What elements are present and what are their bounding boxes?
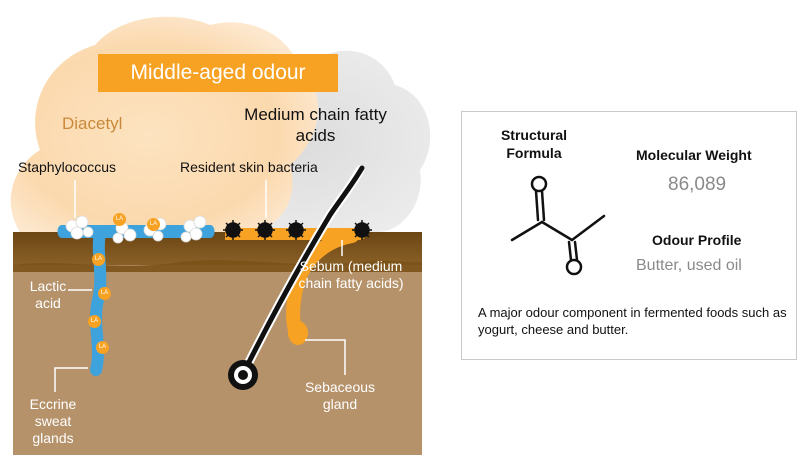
odour-profile-heading: Odour Profile xyxy=(652,232,742,248)
molecular-weight-value: 86,089 xyxy=(668,174,727,195)
lactic-acid-badge: LA xyxy=(92,253,105,266)
structural-formula-heading: Structural Formula xyxy=(500,127,568,161)
molecular-weight-heading: Molecular Weight xyxy=(636,147,752,163)
skin-dermis-layer xyxy=(13,265,422,455)
molecule-info-card: Structural Formula Molecular Weight 86,0… xyxy=(461,111,797,360)
lactic-acid-badge: LA xyxy=(88,315,101,328)
medium-chain-label: Medium chain fatty acids xyxy=(244,105,387,145)
lactic-acid-badge: LA xyxy=(98,287,111,300)
lactic-acid-badge: LA xyxy=(96,341,109,354)
lactic-acid-badge: LA xyxy=(113,213,126,226)
diacetyl-label: Diacetyl xyxy=(62,114,123,133)
staphylococcus-label: Staphylococcus xyxy=(18,159,117,175)
lactic-acid-badge: LA xyxy=(147,218,160,231)
leader-lines xyxy=(54,180,346,392)
diacetyl-structure-icon xyxy=(510,175,606,276)
sebaceous-gland-label: Sebaceous gland xyxy=(304,379,376,412)
odour-profile-value: Butter, used oil xyxy=(636,257,742,274)
resident-bacteria-label: Resident skin bacteria xyxy=(180,159,318,175)
sebaceous-gland-shape xyxy=(288,321,308,345)
molecule-description: A major odour component in fermented foo… xyxy=(478,305,787,337)
hair-shaft xyxy=(242,165,365,373)
sebaceous-duct xyxy=(286,229,359,342)
sebum-label: Sebum (medium chain fatty acids) xyxy=(298,258,404,291)
lactic-acid-label: Lactic acid xyxy=(29,278,67,311)
eccrine-label: Eccrine sweat glands xyxy=(29,396,77,446)
resident-bacteria xyxy=(223,220,372,240)
diagram-title: Middle-aged odour xyxy=(98,54,338,92)
